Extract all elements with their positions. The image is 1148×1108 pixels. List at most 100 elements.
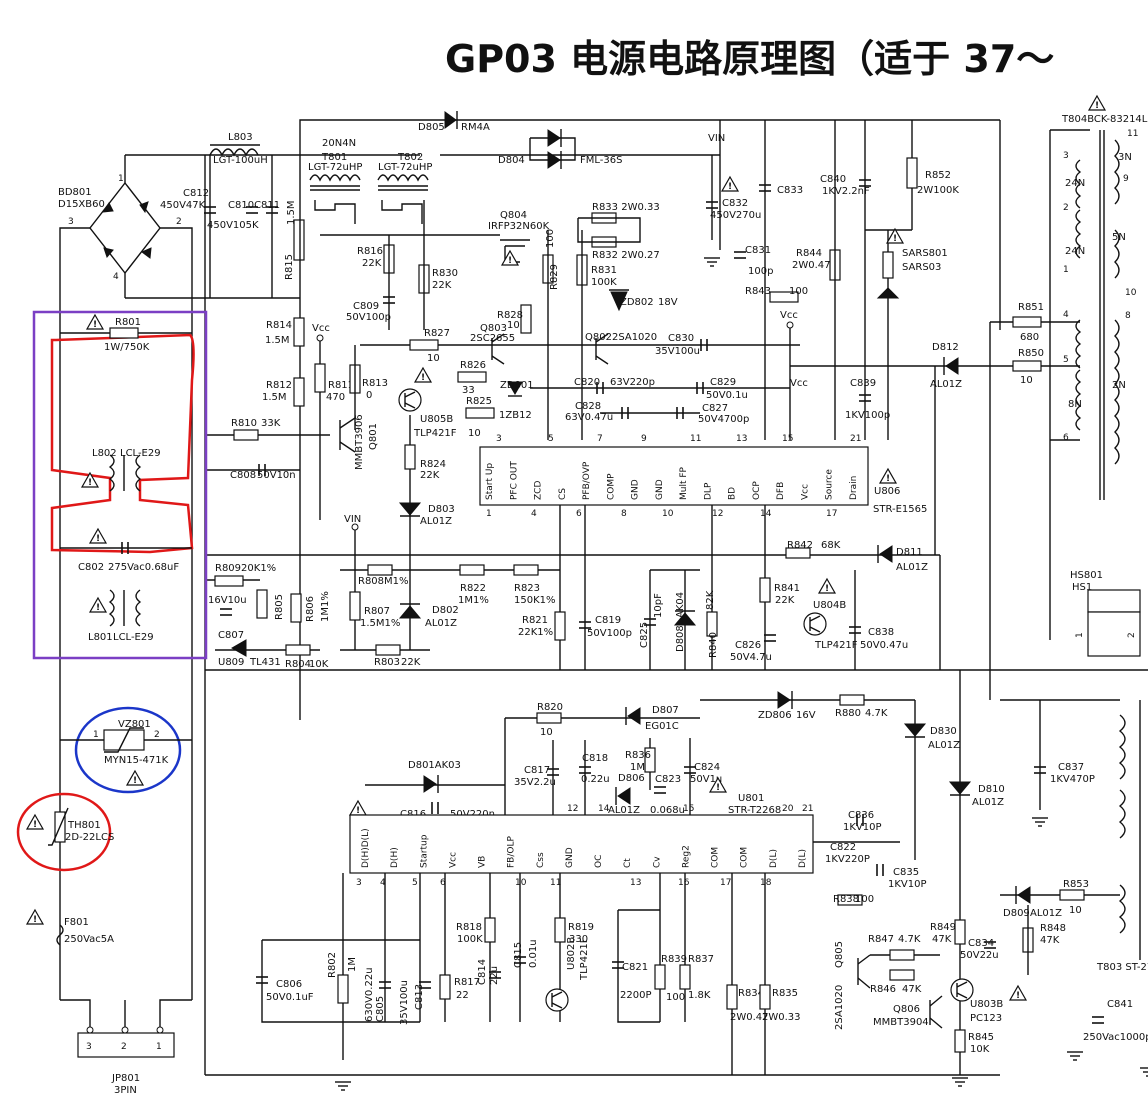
c831-value: 100p [748,266,773,277]
r811-label: R811 [328,380,354,391]
c810-label: C810C811 [228,200,280,211]
vin-label: VIN [344,514,361,525]
c839-label: C839 [850,378,876,389]
pin-label: 2 [1127,632,1137,638]
r840-label: R840 [708,632,719,658]
ic-u806-pin-name: GND [655,479,665,500]
c832-value: 450V270u [710,210,761,221]
t804-winding: 2N [1112,380,1126,391]
l803-label: L803 [228,132,253,143]
ic-u801-pin-number: 20 [782,804,794,814]
c832-label: C832 [722,198,748,209]
r837-label: R837 [688,954,714,965]
ic-u806-pin-number: 13 [736,434,747,444]
optocoupler-u805b [398,388,422,412]
c802-label: C802 [78,562,104,573]
r803-value: 22K [401,657,421,668]
c814-label: C814 [477,959,488,985]
ic-u801-pin-name: FB/OLP [507,836,517,868]
vcc-label: Vcc [790,378,808,389]
vcc-label: Vcc [312,323,330,334]
optocoupler-u802b [545,988,569,1012]
r837-value: 1.8K [688,990,711,1001]
r835-value: 2W0.33 [762,1012,801,1023]
r811-value: 470 [326,392,345,403]
r812-value: 1.5M [262,392,287,403]
c818-value: 0.22u [581,774,610,785]
ic-u806-pin-number: 17 [826,509,837,519]
ic-u801-pin-name: Cv [652,856,662,868]
t804-winding: 3N [1118,152,1132,163]
transistor-q805 [857,954,871,989]
c837-label: C837 [1058,762,1084,773]
c841-value: 250Vac1000p [1083,1032,1148,1043]
d801-label: D801AK03 [408,760,461,771]
pin-label: 2 [121,1042,127,1052]
r812-label: R812 [266,380,292,391]
r841-value: 22K [775,595,795,606]
c815-label: C815 [513,942,524,968]
d807-value: EG01C [645,721,679,732]
ic-u801-pin-number: 16 [678,878,690,888]
c819-value: 50V100p [587,628,632,639]
r816-label: R816 [357,246,383,257]
c818-label: C818 [582,753,608,764]
c812-label: C812 [183,188,209,199]
r807-label: R807 [364,606,390,617]
r805-label: R805 [274,594,285,620]
d808-value: AK04 [675,592,686,618]
vcc-label: Vcc [780,310,798,321]
vz801-value: MYN15-471K [104,755,169,766]
d812-label: D812 [932,342,959,353]
ic-u801-pin-name: OC [594,855,604,868]
d810-label: D810 [978,784,1005,795]
r832-label: R832 2W0.27 [592,250,660,261]
c806-label: C806 [276,979,302,990]
f801-value: 250Vac5A [64,934,114,945]
d830-value: AL01Z [928,740,960,751]
r843-label: R843 [745,286,771,297]
t804-pin: 4 [1063,310,1069,320]
d806-label: D806 [618,773,645,784]
ic-u801-pin-number: 13 [630,878,641,888]
ic-u806-pin-number: 3 [496,434,502,444]
d810-value: AL01Z [972,797,1004,808]
r829-value: 100 [545,229,556,248]
diode-d805 [444,111,458,129]
r819-value: 330 [569,934,588,945]
r822-label: R822 [460,583,486,594]
r827-label: R827 [424,328,450,339]
ic-u806-pin-number: 12 [712,509,723,519]
q801-label: Q801 [368,423,379,450]
pin-label: 1 [156,1042,162,1052]
c835-value: 1KV10P [888,879,927,890]
ic-u806-pin-number: 8 [621,509,627,519]
ic-u806 [479,446,869,506]
c813-label: C813 [414,984,425,1010]
c812-value: 450V47K [160,200,206,211]
r853-label: R853 [1063,879,1089,890]
u802b-label: U802B [566,937,577,970]
transistor-q803 [491,333,505,365]
r824-value: 22K [420,470,440,481]
u809-value: TL431 [249,657,281,668]
th801-label: TH801 [67,820,101,831]
c822-value: 1KV220P [825,854,870,865]
t804-winding: 24N [1065,178,1085,189]
r844-value: 2W0.47 [792,260,831,271]
ic-u801-pin-number: 18 [760,878,772,888]
c829-label: C829 [710,377,736,388]
ic-u806-pin-name: Vcc [800,484,810,500]
t804-pin: 5 [1063,355,1069,365]
r851-value: 680 [1020,332,1039,343]
c836-label: C836 [848,810,874,821]
ic-u806-pin-number: 21 [850,434,861,444]
l801-value: LCL-E29 [113,632,154,643]
d805-label: D805 [418,122,445,133]
ic-u806-pin-name: GND [631,479,641,500]
t801-value: LGT-72uHP [308,162,362,173]
ic-u806-pin-name: COMP [606,473,616,500]
ic-u801-pin-number: 15 [683,804,694,814]
d808-label: D808 [675,625,686,652]
ic-u801-pin-number: 3 [356,878,362,888]
